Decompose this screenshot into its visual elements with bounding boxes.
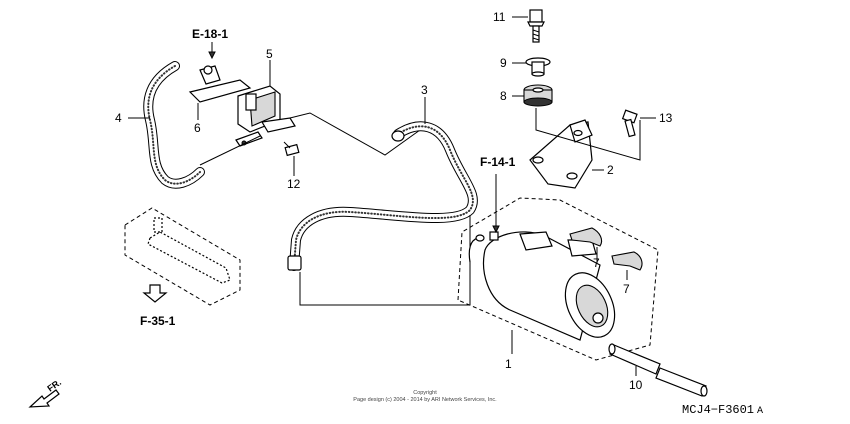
bolt-12[interactable] <box>283 141 300 157</box>
callout-1: 1 <box>505 357 512 371</box>
callout-9: 9 <box>500 56 507 70</box>
callout-13: 13 <box>659 111 673 125</box>
grommet-8[interactable] <box>523 84 553 107</box>
diagram-code-suffix: A <box>757 406 763 417</box>
hose-10[interactable] <box>608 343 708 397</box>
direction-label: FR. <box>45 377 63 394</box>
callout-4: 4 <box>115 111 122 125</box>
bracket-2[interactable] <box>529 119 593 189</box>
leader-valve-hose4 <box>199 135 261 166</box>
diagram-code-main: MCJ4−F3601 <box>682 403 754 417</box>
callout-3: 3 <box>421 83 428 97</box>
bolt-11[interactable] <box>527 9 545 43</box>
ref-e18-arrowhead <box>208 51 216 60</box>
callout-7a: 7 <box>593 256 600 270</box>
solenoid-valve-5[interactable] <box>188 65 296 147</box>
ref-f35-1[interactable]: F-35-1 <box>140 314 176 328</box>
callout-10: 10 <box>629 378 643 392</box>
copyright-line-2: Page design (c) 2004 - 2014 by ARI Netwo… <box>353 397 497 403</box>
collar-9[interactable] <box>525 57 551 77</box>
callout-6: 6 <box>194 121 201 135</box>
copyright-line-1: Copyright <box>413 390 437 396</box>
leader-upper-bracket <box>535 108 641 161</box>
ref-f14-1[interactable]: F-14-1 <box>480 155 516 169</box>
canister-outline <box>457 197 659 361</box>
hose-4[interactable] <box>143 61 205 189</box>
callout-7b: 7 <box>623 282 630 296</box>
reference-bracket-f35 <box>124 207 241 306</box>
canister-1[interactable] <box>468 231 624 345</box>
forward-arrow-icon <box>28 389 60 408</box>
callout-2: 2 <box>607 163 614 177</box>
rubber-pad-7a[interactable] <box>569 227 603 247</box>
callout-8: 8 <box>500 89 507 103</box>
ref-e18-1[interactable]: E-18-1 <box>192 27 228 41</box>
ref-f14-arrowhead <box>492 225 500 234</box>
bolt-13[interactable] <box>621 109 638 138</box>
hose-3[interactable] <box>287 121 478 271</box>
rubber-pad-7b[interactable] <box>611 251 643 271</box>
down-arrow-icon <box>142 284 168 303</box>
leader-valve-hose3 <box>289 112 421 156</box>
bracket-hose3 <box>299 215 471 306</box>
callout-11: 11 <box>493 10 506 24</box>
callout-5: 5 <box>266 47 273 61</box>
callout-12: 12 <box>287 177 301 191</box>
